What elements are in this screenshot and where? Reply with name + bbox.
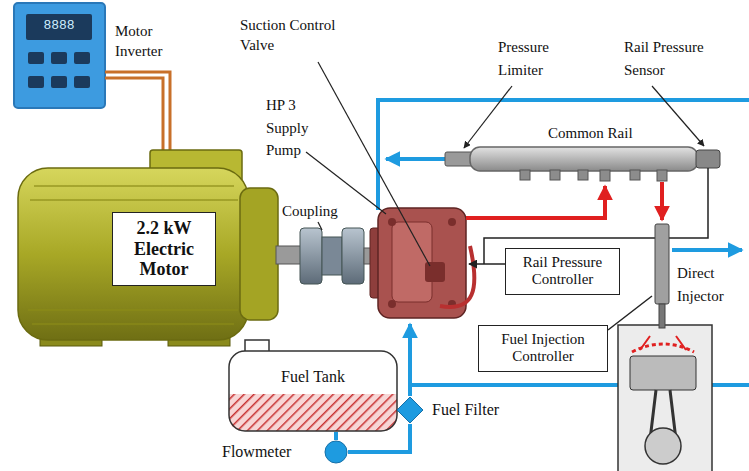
motor-body — [18, 168, 248, 340]
coupling-hub — [342, 228, 364, 284]
leader-line — [652, 86, 704, 146]
fuel-level — [229, 394, 397, 431]
part-label: Rail Pressure Sensor — [624, 36, 724, 81]
inverter-housing — [14, 3, 105, 108]
tank-body — [229, 351, 397, 431]
filter-diamond — [397, 397, 423, 423]
high-pressure-line — [466, 186, 605, 218]
piston — [630, 356, 696, 390]
fuel-spray — [640, 336, 686, 350]
cooling-fins — [28, 186, 238, 324]
suction-valve — [425, 262, 445, 282]
common-rail — [470, 147, 698, 171]
pump-body — [378, 208, 466, 318]
node-label: Flowmeter — [222, 443, 291, 461]
node-label: Fuel Filter — [432, 401, 499, 419]
filter-diamond — [396, 396, 424, 424]
pressure-sensor — [696, 150, 720, 168]
fuel-line — [334, 432, 338, 440]
leader-line — [464, 86, 512, 148]
part-label: Motor Inverter — [115, 22, 187, 61]
node-label: 2.2 kW Electric Motor — [119, 218, 209, 280]
return-line — [386, 157, 445, 161]
leader-line — [318, 222, 322, 230]
pump-bolt — [388, 300, 396, 308]
flowmeter-symbol: Flowmeter — [222, 438, 348, 466]
inverter-button — [51, 76, 67, 88]
flowmeter-circle — [324, 440, 348, 464]
leader-line — [318, 62, 430, 266]
motor-end-shield — [240, 188, 278, 320]
leak-line — [672, 248, 742, 252]
pump-pipe — [440, 246, 474, 307]
fuel-tank: Fuel Tank — [228, 350, 398, 432]
pump-bolt — [388, 218, 396, 226]
coupling-hub — [300, 228, 322, 284]
fuel-filter-symbol: Fuel Filter — [396, 396, 499, 424]
injector-nozzle — [659, 304, 665, 328]
pump-bolt — [448, 218, 456, 226]
tank-cap — [245, 340, 269, 352]
part-label: Coupling — [282, 203, 338, 220]
signal-wire — [469, 263, 505, 265]
part-label: Common Rail — [548, 125, 633, 142]
node-label: Fuel Injection Controller — [485, 331, 601, 366]
feed-line — [408, 324, 412, 396]
tank-outline — [228, 350, 398, 432]
part-label: HP 3 Supply Pump — [266, 94, 316, 162]
motor-rating-box: 2.2 kW Electric Motor — [112, 212, 216, 286]
part-label: Pressure Limiter — [498, 36, 564, 81]
power-cable — [105, 78, 163, 152]
flowmeter-circle — [325, 441, 347, 463]
coupling-insert — [322, 237, 342, 275]
return-line — [378, 100, 749, 210]
part-label: Direct Injector — [677, 262, 743, 307]
inverter-button — [28, 52, 44, 64]
engine-cylinder — [618, 325, 712, 471]
controller-box: Rail Pressure Controller — [505, 248, 620, 295]
inverter-display — [26, 14, 92, 40]
rail-port — [520, 170, 667, 181]
inverter-button — [74, 52, 90, 64]
node-label: Rail Pressure Controller — [512, 254, 613, 289]
inverter-button — [28, 76, 44, 88]
pressure-limiter — [445, 152, 473, 166]
inverter-button — [74, 76, 90, 88]
inverter-button — [51, 52, 67, 64]
high-pressure-line — [660, 182, 664, 220]
node-label: Fuel Tank — [228, 368, 398, 386]
controller-box: Fuel Injection Controller — [478, 325, 608, 372]
display-digits: 8888 — [30, 18, 88, 35]
injector-body — [655, 224, 669, 304]
tank-outline — [229, 351, 397, 431]
part-label: Suction Control Valve — [240, 16, 362, 55]
crankshaft — [645, 428, 681, 464]
power-cable — [105, 72, 170, 152]
